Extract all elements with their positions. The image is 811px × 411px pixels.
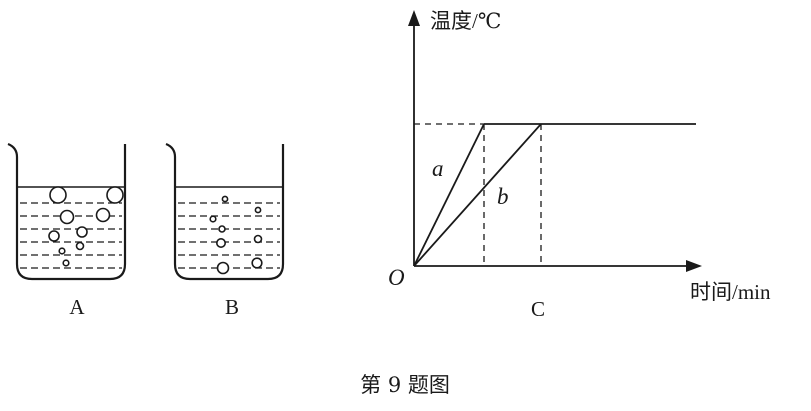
x-axis-arrow [686,260,702,272]
figure-caption: 第 9 题图 [360,373,450,397]
beaker-a: A [7,142,127,319]
line-b-label: b [497,184,509,209]
graph-c: 温度/℃ 时间/min O a b C [388,9,771,321]
beaker-a-label: A [69,295,85,319]
y-axis-arrow [408,10,420,26]
x-axis-label: 时间/min [690,280,771,304]
beaker-b-label: B [225,295,239,319]
line-a-label: a [432,156,444,181]
line-b [413,123,542,267]
beaker-b-bubbles [209,195,263,275]
origin-label: O [388,265,405,290]
y-axis-label: 温度/℃ [430,9,501,33]
beaker-b-water [178,202,280,269]
beaker-b-outline [165,142,285,281]
beaker-a-outline [7,142,127,281]
beaker-a-bubbles [48,186,124,267]
line-a [413,123,485,267]
beaker-b: B [165,142,285,319]
panel-c-label: C [531,297,545,321]
dashed-guides [414,123,542,266]
